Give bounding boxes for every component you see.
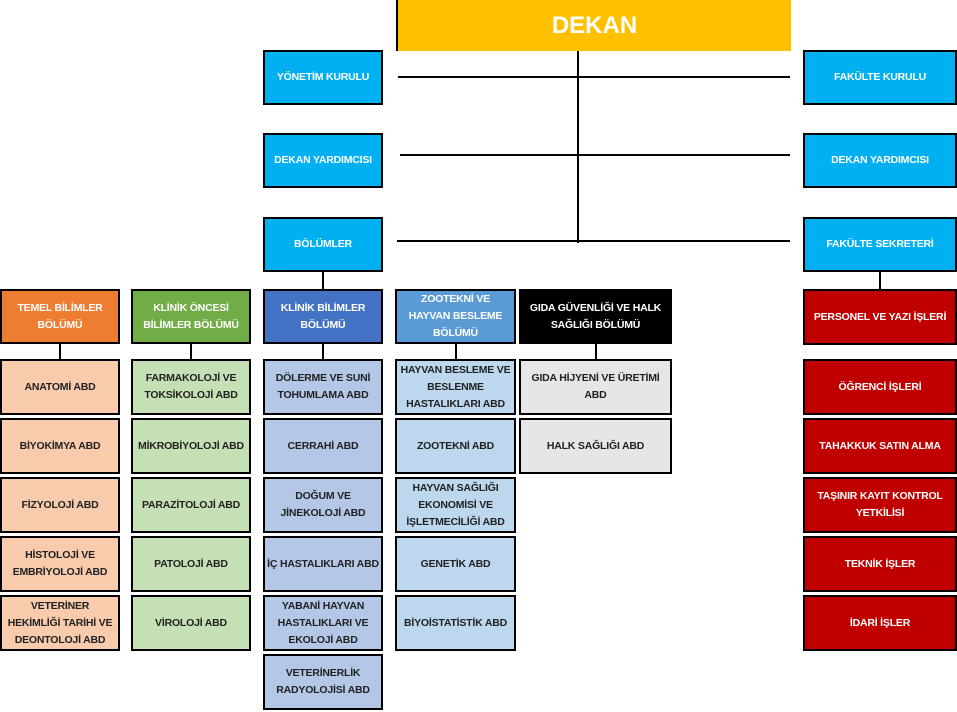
- connector-row-1: [398, 76, 790, 78]
- department-unit: DÖLERME VE SUNİ TOHUMLAMA ABD: [263, 359, 383, 415]
- department-header: ZOOTEKNİ VE HAYVAN BESLEME BÖLÜMÜ: [395, 289, 516, 344]
- connector-department: [322, 344, 324, 359]
- department-unit: VETERİNERLİK RADYOLOJİSİ ABD: [263, 654, 383, 710]
- department-header: KLİNİK BİLİMLER BÖLÜMÜ: [263, 289, 383, 344]
- left-board-box: DEKAN YARDIMCISI: [263, 133, 383, 188]
- left-board-box: BÖLÜMLER: [263, 217, 383, 272]
- secretariat-unit: TAHAKKUK SATIN ALMA: [803, 418, 957, 474]
- department-unit-label: ANATOMİ ABD: [24, 380, 96, 393]
- department-header-label: TEMEL BİLİMLER BÖLÜMÜ: [17, 301, 103, 331]
- dekan-label: DEKAN: [551, 11, 638, 39]
- department-unit-label: BİYOKİMYA ABD: [19, 439, 101, 452]
- department-unit-label: ZOOTEKNİ ABD: [416, 439, 495, 452]
- department-header-label: KLİNİK BİLİMLER BÖLÜMÜ: [280, 301, 366, 331]
- connector-sekreter-down: [879, 272, 881, 289]
- department-header-label: ZOOTEKNİ VE HAYVAN BESLEME BÖLÜMÜ: [408, 293, 503, 339]
- secretariat-unit-label: TAHAKKUK SATIN ALMA: [819, 439, 941, 452]
- department-header: KLİNİK ÖNCESİ BİLİMLER BÖLÜMÜ: [131, 289, 251, 344]
- department-unit-label: MİKROBİYOLOJİ ABD: [138, 439, 244, 452]
- department-header-label: GIDA GÜVENLİĞİ VE HALK SAĞLIĞI BÖLÜMÜ: [529, 301, 662, 331]
- connector-row-2: [400, 154, 790, 156]
- department-unit: YABANİ HAYVAN HASTALIKLARI VE EKOLOJİ AB…: [263, 595, 383, 651]
- department-unit: FİZYOLOJİ ABD: [0, 477, 120, 533]
- connector-vertical-main: [577, 51, 579, 243]
- department-unit: MİKROBİYOLOJİ ABD: [131, 418, 251, 474]
- department-unit: VİROLOJİ ABD: [131, 595, 251, 651]
- secretariat-unit: PERSONEL VE YAZI İŞLERİ: [803, 289, 957, 345]
- department-unit-label: DOĞUM VE JİNEKOLOJİ ABD: [280, 490, 366, 519]
- right-board-box-label: FAKÜLTE SEKRETERİ: [826, 238, 934, 250]
- right-board-box: FAKÜLTE SEKRETERİ: [803, 217, 957, 272]
- department-unit-label: FARMAKOLOJİ VE TOKSİKOLOJİ ABD: [144, 372, 238, 401]
- department-unit-label: HİSTOLOJİ VE EMBRİYOLOJİ ABD: [12, 549, 108, 578]
- department-unit: GIDA HİJYENİ VE ÜRETİMİ ABD: [519, 359, 672, 415]
- left-board-box-label: BÖLÜMLER: [294, 238, 352, 250]
- department-unit-label: HAYVAN BESLEME VE BESLENME HASTALIKLARI …: [400, 363, 511, 410]
- department-unit-label: HALK SAĞLIĞI ABD: [546, 439, 645, 452]
- department-unit-label: GENETİK ABD: [420, 557, 491, 570]
- department-unit: GENETİK ABD: [395, 536, 516, 592]
- department-unit-label: VETERİNER HEKİMLİĞİ TARİHİ VE DEONTOLOJİ…: [7, 599, 113, 646]
- department-unit: ZOOTEKNİ ABD: [395, 418, 516, 474]
- right-board-box-label: FAKÜLTE KURULU: [833, 71, 927, 83]
- department-header: GIDA GÜVENLİĞİ VE HALK SAĞLIĞI BÖLÜMÜ: [519, 289, 672, 344]
- department-unit: BİYOKİMYA ABD: [0, 418, 120, 474]
- right-board-box-label: DEKAN YARDIMCISI: [831, 154, 929, 166]
- department-unit: BİYOİSTATİSTİK ABD: [395, 595, 516, 651]
- connector-department: [59, 344, 61, 359]
- department-unit-label: HAYVAN SAĞLIĞI EKONOMİSİ VE İŞLETMECİLİĞ…: [406, 481, 505, 528]
- department-unit: HAYVAN BESLEME VE BESLENME HASTALIKLARI …: [395, 359, 516, 415]
- connector-bolumler-down: [322, 272, 324, 289]
- secretariat-unit: TAŞINIR KAYIT KONTROL YETKİLİSİ: [803, 477, 957, 533]
- connector-department: [595, 344, 597, 359]
- department-unit-label: DÖLERME VE SUNİ TOHUMLAMA ABD: [275, 372, 371, 401]
- secretariat-unit-label: TEKNİK İŞLER: [844, 557, 916, 570]
- secretariat-unit-label: PERSONEL VE YAZI İŞLERİ: [813, 310, 947, 323]
- department-unit: ANATOMİ ABD: [0, 359, 120, 415]
- department-header: TEMEL BİLİMLER BÖLÜMÜ: [0, 289, 120, 344]
- department-unit: PATOLOJİ ABD: [131, 536, 251, 592]
- right-board-box: DEKAN YARDIMCISI: [803, 133, 957, 188]
- department-unit: CERRAHİ ABD: [263, 418, 383, 474]
- department-unit-label: GIDA HİJYENİ VE ÜRETİMİ ABD: [531, 372, 660, 401]
- connector-row-3: [397, 240, 790, 242]
- department-unit: FARMAKOLOJİ VE TOKSİKOLOJİ ABD: [131, 359, 251, 415]
- department-unit-label: VİROLOJİ ABD: [155, 616, 227, 629]
- department-unit-label: PARAZİTOLOJİ ABD: [141, 498, 241, 511]
- dekan-box: DEKAN: [396, 0, 791, 51]
- department-unit: HALK SAĞLIĞI ABD: [519, 418, 672, 474]
- connector-department: [190, 344, 192, 359]
- department-unit-label: CERRAHİ ABD: [287, 439, 359, 452]
- department-unit-label: BİYOİSTATİSTİK ABD: [404, 616, 507, 629]
- secretariat-unit: ÖĞRENCİ İŞLERİ: [803, 359, 957, 415]
- department-unit: HİSTOLOJİ VE EMBRİYOLOJİ ABD: [0, 536, 120, 592]
- secretariat-unit-label: ÖĞRENCİ İŞLERİ: [838, 380, 922, 393]
- department-unit: PARAZİTOLOJİ ABD: [131, 477, 251, 533]
- department-unit: HAYVAN SAĞLIĞI EKONOMİSİ VE İŞLETMECİLİĞ…: [395, 477, 516, 533]
- department-unit: İÇ HASTALIKLARI ABD: [263, 536, 383, 592]
- left-board-box-label: DEKAN YARDIMCISI: [274, 154, 372, 166]
- department-header-label: KLİNİK ÖNCESİ BİLİMLER BÖLÜMÜ: [143, 301, 239, 331]
- left-board-box: YÖNETİM KURULU: [263, 50, 383, 105]
- secretariat-unit: İDARİ İŞLER: [803, 595, 957, 651]
- department-unit-label: PATOLOJİ ABD: [154, 557, 228, 570]
- department-unit: VETERİNER HEKİMLİĞİ TARİHİ VE DEONTOLOJİ…: [0, 595, 120, 651]
- right-board-box: FAKÜLTE KURULU: [803, 50, 957, 105]
- department-unit-label: YABANİ HAYVAN HASTALIKLARI VE EKOLOJİ AB…: [277, 599, 369, 646]
- secretariat-unit: TEKNİK İŞLER: [803, 536, 957, 592]
- department-unit: DOĞUM VE JİNEKOLOJİ ABD: [263, 477, 383, 533]
- left-board-box-label: YÖNETİM KURULU: [276, 71, 370, 83]
- department-unit-label: VETERİNERLİK RADYOLOJİSİ ABD: [276, 667, 370, 696]
- secretariat-unit-label: İDARİ İŞLER: [849, 616, 911, 629]
- secretariat-unit-label: TAŞINIR KAYIT KONTROL YETKİLİSİ: [817, 490, 943, 519]
- connector-department: [455, 344, 457, 359]
- department-unit-label: FİZYOLOJİ ABD: [21, 498, 99, 511]
- department-unit-label: İÇ HASTALIKLARI ABD: [267, 557, 379, 570]
